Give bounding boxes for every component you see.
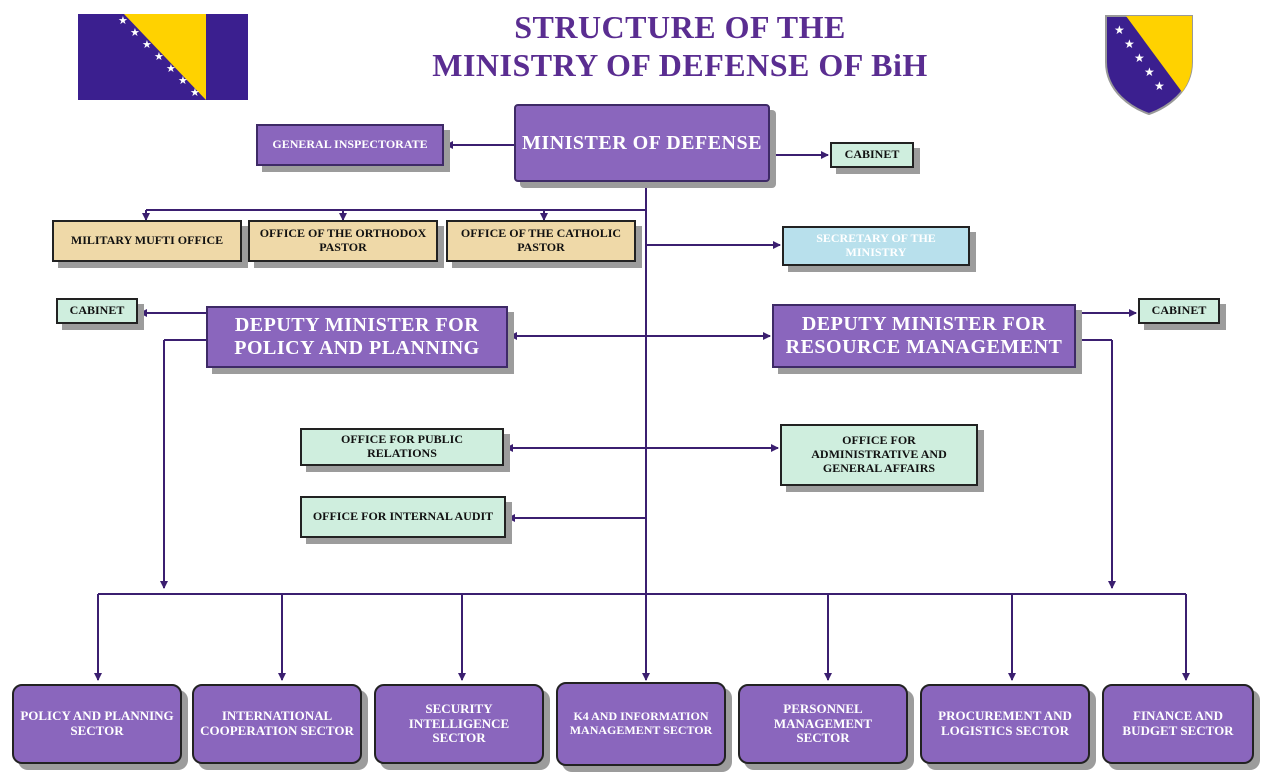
cabinet-top-box: CABINET (830, 142, 914, 168)
svg-text:★: ★ (190, 87, 200, 99)
sector-label: PROCUREMENT AND LOGISTICS SECTOR (938, 708, 1072, 738)
cabinet-left-label: CABINET (69, 303, 125, 318)
internal-audit-box: OFFICE FOR INTERNAL AUDIT (300, 496, 506, 538)
sector-procurement-logistics: PROCUREMENT AND LOGISTICS SECTOR (920, 684, 1090, 764)
minister-box: MINISTER OF DEFENSE (514, 104, 770, 182)
sector-label: PERSONNEL MANAGEMENT SECTOR (773, 700, 873, 746)
title-line-2: MINISTRY OF DEFENSE OF BiH (432, 47, 928, 83)
general-inspectorate-box: GENERAL INSPECTORATE (256, 124, 444, 166)
mufti-office-box: MILITARY MUFTI OFFICE (52, 220, 242, 262)
orthodox-office-box: OFFICE OF THE ORTHODOX PASTOR (248, 220, 438, 262)
bih-flag-icon: ★ ★ ★ ★ ★ ★ ★ (78, 14, 248, 100)
svg-text:★: ★ (154, 51, 164, 63)
internal-audit-label: OFFICE FOR INTERNAL AUDIT (312, 509, 494, 524)
public-relations-label: OFFICE FOR PUBLIC RELATIONS (340, 432, 463, 460)
sector-label: FINANCE AND BUDGET SECTOR (1122, 708, 1234, 738)
catholic-office-box: OFFICE OF THE CATHOLIC PASTOR (446, 220, 636, 262)
cabinet-right-label: CABINET (1151, 303, 1207, 318)
page-title: STRUCTURE OF THE MINISTRY OF DEFENSE OF … (300, 8, 1060, 84)
svg-text:★: ★ (1124, 37, 1135, 51)
cabinet-right-box: CABINET (1138, 298, 1220, 324)
bih-coat-of-arms-icon: ★ ★ ★ ★ ★ (1105, 15, 1193, 116)
deputy-resource-label: DEPUTY MINISTER FOR RESOURCE MANAGEMENT (785, 313, 1063, 358)
sector-label: POLICY AND PLANNING SECTOR (20, 708, 174, 738)
svg-text:★: ★ (1114, 23, 1125, 37)
sector-policy-planning: POLICY AND PLANNING SECTOR (12, 684, 182, 764)
svg-text:★: ★ (1134, 51, 1145, 65)
svg-text:★: ★ (142, 39, 152, 51)
secretary-label: SECRETARY OF THE MINISTRY (816, 231, 936, 259)
mufti-office-label: MILITARY MUFTI OFFICE (70, 233, 224, 248)
deputy-policy-box: DEPUTY MINISTER FOR POLICY AND PLANNING (206, 306, 508, 368)
general-inspectorate-label: GENERAL INSPECTORATE (272, 137, 428, 152)
deputy-resource-box: DEPUTY MINISTER FOR RESOURCE MANAGEMENT (772, 304, 1076, 368)
sector-label: K4 AND INFORMATION MANAGEMENT SECTOR (569, 709, 713, 737)
svg-text:★: ★ (1144, 65, 1155, 79)
secretary-box: SECRETARY OF THE MINISTRY (782, 226, 970, 266)
svg-text:★: ★ (1154, 79, 1165, 93)
svg-text:★: ★ (166, 63, 176, 75)
svg-text:★: ★ (178, 75, 188, 87)
sector-finance-budget: FINANCE AND BUDGET SECTOR (1102, 684, 1254, 764)
sector-security-intelligence: SECURITY INTELLIGENCE SECTOR (374, 684, 544, 764)
admin-affairs-label: OFFICE FOR ADMINISTRATIVE AND GENERAL AF… (811, 433, 947, 475)
cabinet-top-label: CABINET (844, 147, 900, 162)
admin-affairs-box: OFFICE FOR ADMINISTRATIVE AND GENERAL AF… (780, 424, 978, 486)
sector-international-cooperation: INTERNATIONAL COOPERATION SECTOR (192, 684, 362, 764)
sector-personnel-management: PERSONNEL MANAGEMENT SECTOR (738, 684, 908, 764)
deputy-policy-label: DEPUTY MINISTER FOR POLICY AND PLANNING (234, 314, 480, 359)
orthodox-office-label: OFFICE OF THE ORTHODOX PASTOR (259, 226, 427, 254)
svg-text:★: ★ (130, 27, 140, 39)
cabinet-left-box: CABINET (56, 298, 138, 324)
sector-label: SECURITY INTELLIGENCE SECTOR (408, 700, 510, 746)
catholic-office-label: OFFICE OF THE CATHOLIC PASTOR (460, 226, 622, 254)
sector-k4-information-management: K4 AND INFORMATION MANAGEMENT SECTOR (556, 682, 726, 766)
sector-label: INTERNATIONAL COOPERATION SECTOR (200, 708, 354, 738)
title-line-1: STRUCTURE OF THE (514, 9, 846, 45)
minister-label: MINISTER OF DEFENSE (522, 131, 762, 154)
public-relations-box: OFFICE FOR PUBLIC RELATIONS (300, 428, 504, 466)
svg-text:★: ★ (118, 15, 128, 27)
